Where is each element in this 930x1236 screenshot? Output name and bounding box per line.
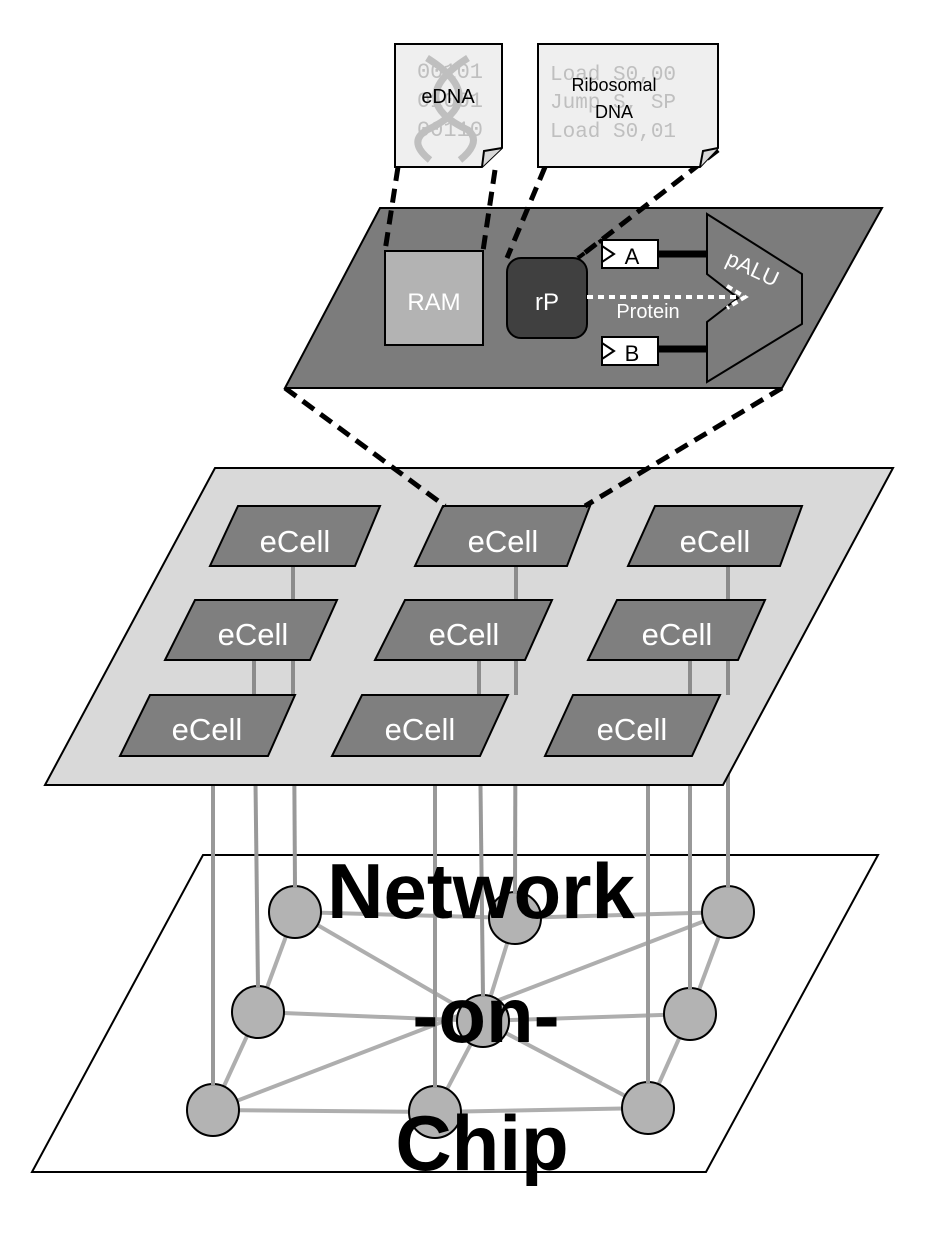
- rp-label: rP: [535, 289, 559, 316]
- ecell: [413, 505, 592, 567]
- ecell-row-1: eCell eCell eCell: [208, 505, 804, 567]
- edna-label: eDNA: [421, 86, 475, 108]
- noc-node: [663, 987, 717, 1041]
- register-b-label: B: [625, 341, 640, 366]
- ecell: [373, 599, 554, 661]
- ecell: [543, 694, 722, 757]
- ecell-label: eCell: [468, 524, 539, 559]
- ecell: [586, 599, 767, 661]
- ecell-label: eCell: [680, 524, 751, 559]
- ribo-code-line: Load S0,01: [550, 121, 676, 144]
- ecell: [626, 505, 804, 567]
- ribo-code-line: Jump S, SP: [550, 92, 676, 115]
- ecell-label: eCell: [429, 617, 500, 652]
- ram-label: RAM: [407, 289, 460, 316]
- noc-label-line1: Network: [327, 847, 635, 935]
- register-b: B: [601, 336, 707, 366]
- ecell-label: eCell: [597, 712, 668, 747]
- noc-node: [186, 1083, 240, 1137]
- ribosomal-dna-document: Load S0,00 Jump S, SP Load S0,01 Ribosom…: [537, 43, 719, 168]
- protein-arrow: [587, 284, 749, 310]
- ecell: [208, 505, 382, 567]
- zoom-connectors: [283, 385, 784, 509]
- ribo-label-line1: Ribosomal: [571, 75, 656, 95]
- ecell-label: eCell: [642, 617, 713, 652]
- noc-node: [621, 1081, 675, 1135]
- edna-code-line: 01001: [417, 89, 483, 114]
- ecell: [163, 599, 339, 661]
- register-a-label: A: [625, 244, 640, 269]
- noc-label: Network -on- Chip: [327, 847, 635, 1187]
- noc-label-line2: -on-: [412, 971, 559, 1059]
- noc-node: [231, 985, 285, 1039]
- ecell-label: eCell: [260, 524, 331, 559]
- ribo-label-line2: DNA: [595, 102, 633, 122]
- ecell-row-2: eCell eCell eCell: [163, 599, 767, 661]
- edna-code-line: 00101: [417, 60, 483, 85]
- noc-node: [701, 885, 755, 939]
- ecell-label: eCell: [172, 712, 243, 747]
- edna-code-line: 00110: [417, 118, 483, 143]
- ecell-label: eCell: [218, 617, 289, 652]
- edna-document: 00101 01001 00110 eDNA: [394, 43, 503, 168]
- ecell-label: eCell: [385, 712, 456, 747]
- ecell-plane-wires: [252, 565, 730, 695]
- noc-nodes: [186, 885, 755, 1139]
- register-a: A: [601, 239, 707, 269]
- protein-label: Protein: [616, 301, 679, 323]
- ecell-row-3: eCell eCell eCell: [118, 694, 722, 757]
- ram-block: [384, 250, 484, 346]
- ecell: [330, 694, 510, 757]
- ecell: [118, 694, 297, 757]
- noc-node: [268, 885, 322, 939]
- noc-label-line3: Chip: [395, 1099, 568, 1187]
- dna-helix-icon: [414, 55, 477, 163]
- ribo-code-line: Load S0,00: [550, 64, 676, 87]
